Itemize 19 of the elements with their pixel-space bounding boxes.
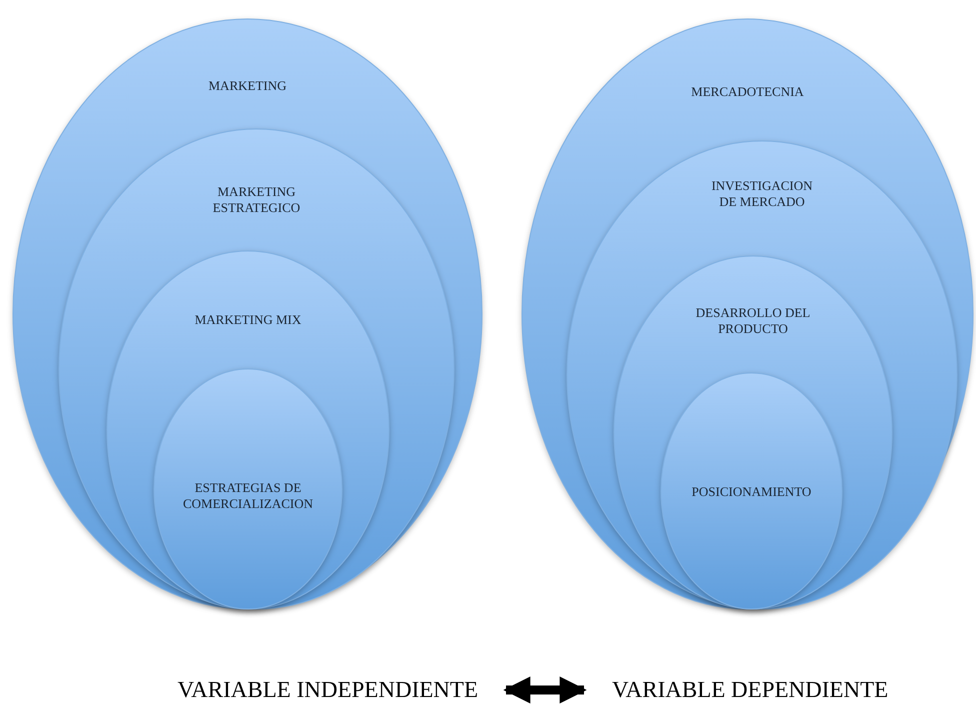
nested-ellipse [613,255,893,610]
nested-ellipse [58,128,455,610]
nested-ellipse [153,368,343,610]
ellipse-label: MARKETING [208,78,288,94]
nested-ellipse [660,372,843,610]
nested-ellipse [521,18,974,610]
ellipse-label: DESARROLLO DEL PRODUCTO [694,305,812,337]
nested-ellipse [12,18,483,610]
ellipse-label: POSICIONAMIENTO [690,484,812,500]
nested-ellipse [106,250,390,610]
ellipse-label: ESTRATEGIAS DE COMERCIALIZACION [182,480,314,512]
ellipse-label: MARKETING MIX [194,312,302,328]
variable-label: VARIABLE INDEPENDIENTE [130,676,478,704]
ellipse-label: MARKETING ESTRATEGICO [212,184,302,216]
variable-label: VARIABLE DEPENDIENTE [612,676,976,704]
nested-ellipse [566,140,958,610]
ellipse-label: MERCADOTECNIA [690,84,805,100]
ellipse-label: INVESTIGACION DE MERCADO [710,178,814,210]
double-arrow [503,676,587,704]
